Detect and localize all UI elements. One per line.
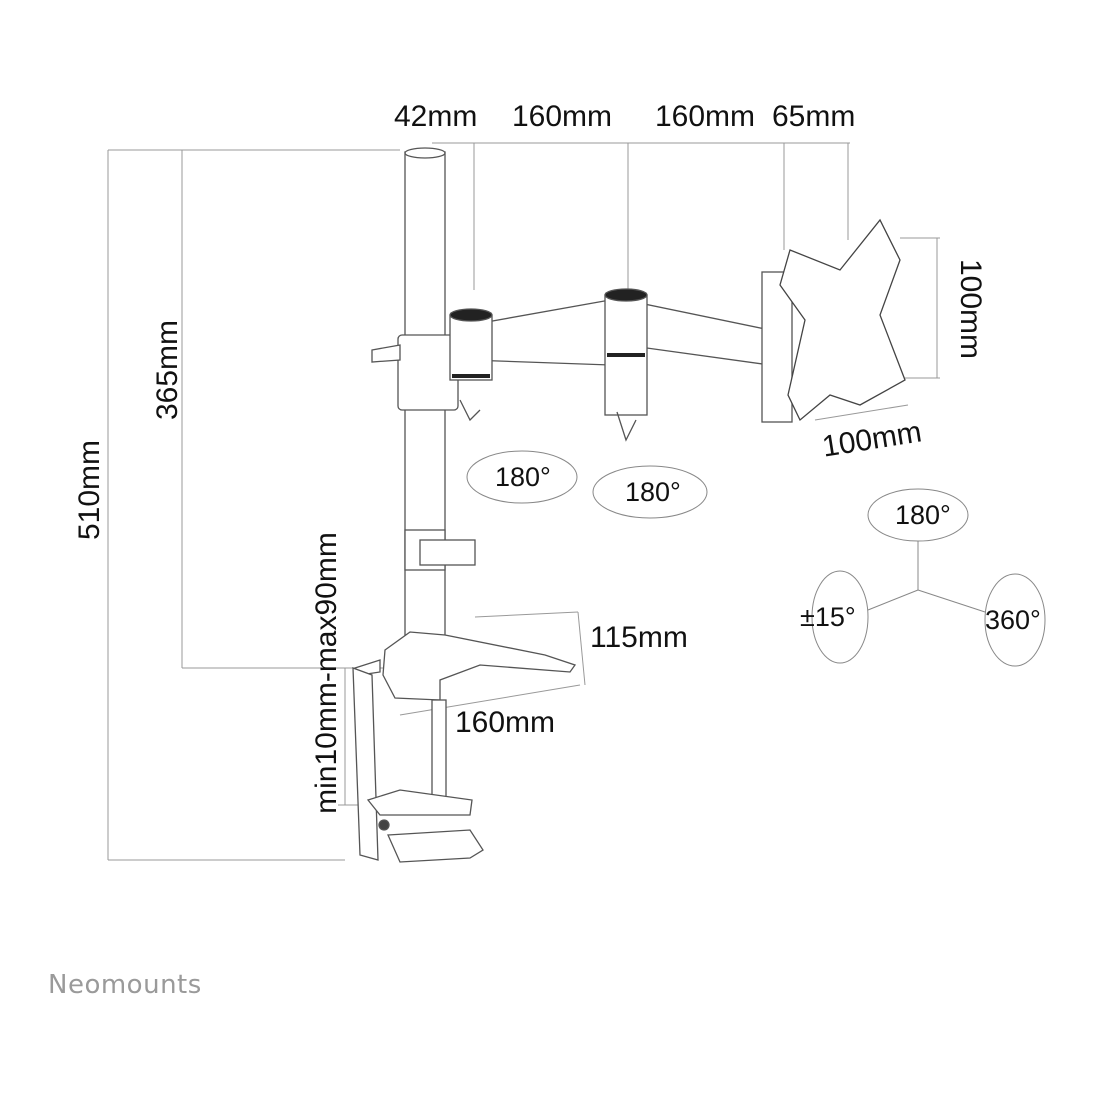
clamp-base xyxy=(352,631,577,863)
dim-desk-thickness: min10mm-max90mm xyxy=(309,532,343,814)
rotation-rotate-label: 360° xyxy=(985,605,1041,635)
brand-logo: Neomounts xyxy=(48,970,202,1000)
rotation-joint1-label: 180° xyxy=(495,462,551,492)
vesa-plate xyxy=(761,218,906,423)
arm xyxy=(449,288,771,442)
rotation-swivel-label: 180° xyxy=(895,500,951,530)
rotation-joint2-label: 180° xyxy=(625,477,681,507)
dim-65mm: 65mm xyxy=(772,100,856,133)
dimension-lines xyxy=(107,142,940,861)
rotation-indicators xyxy=(466,450,1046,667)
dim-vesa-height: 100mm xyxy=(954,258,988,360)
dim-base-depth: 160mm xyxy=(455,706,556,739)
pole xyxy=(371,147,476,653)
dim-total-height: 510mm xyxy=(73,439,107,541)
dim-arm2-160mm: 160mm xyxy=(655,100,756,133)
dim-42mm: 42mm xyxy=(394,100,478,133)
dim-base-width: 115mm xyxy=(590,621,688,654)
dim-arm1-160mm: 160mm xyxy=(512,100,613,133)
dim-arm-height: 365mm xyxy=(151,319,185,421)
rotation-tilt-label: ±15° xyxy=(800,602,856,632)
